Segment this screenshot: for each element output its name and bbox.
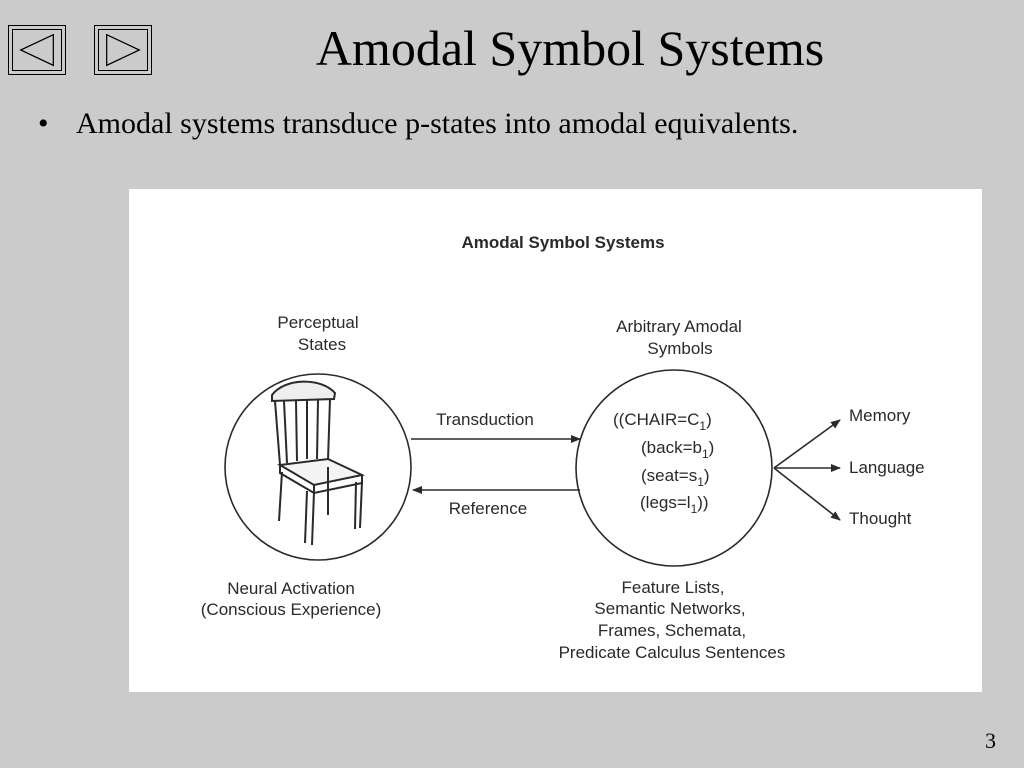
- bullet-marker: •: [38, 107, 49, 140]
- amodal-diagram: Amodal Symbol Systems Perceptual States …: [201, 233, 925, 662]
- thought-arrow: [773, 467, 841, 521]
- bullet-point: • Amodal systems transduce p-states into …: [38, 106, 798, 142]
- memory-arrow: [773, 419, 841, 469]
- representation-list-line2: Semantic Networks,: [594, 599, 745, 618]
- representation-list-line4: Predicate Calculus Sentences: [559, 643, 786, 662]
- right-triangle-icon: [106, 33, 141, 67]
- figure-title: Amodal Symbol Systems: [461, 233, 664, 252]
- representation-list-line3: Frames, Schemata,: [598, 621, 746, 640]
- representation-list-line1: Feature Lists,: [622, 578, 725, 597]
- slide-title: Amodal Symbol Systems: [315, 20, 825, 76]
- output-memory: Memory: [849, 406, 911, 425]
- page-number: 3: [985, 728, 996, 753]
- neural-activation-label-line1: Neural Activation: [227, 579, 355, 598]
- symbol-chair: ((CHAIR=C1): [613, 410, 712, 433]
- perceptual-states-label-line1: Perceptual: [277, 313, 358, 332]
- amodal-symbols-circle: [575, 369, 773, 567]
- arbitrary-amodal-label-line1: Arbitrary Amodal: [616, 317, 742, 336]
- bullet-text: Amodal systems transduce p-states into a…: [76, 107, 799, 140]
- left-triangle-icon: [19, 33, 54, 67]
- symbol-seat: (seat=s1): [641, 466, 710, 489]
- symbol-legs: (legs=l1)): [640, 493, 709, 516]
- perceptual-states-circle: [224, 373, 412, 561]
- amodal-diagram-figure: Amodal Symbol Systems Perceptual States …: [129, 189, 982, 692]
- next-button-frame: [98, 29, 148, 71]
- output-language: Language: [849, 458, 925, 477]
- transduction-label: Transduction: [436, 410, 534, 429]
- arbitrary-amodal-label-line2: Symbols: [647, 339, 712, 358]
- symbol-back: (back=b1): [641, 438, 714, 461]
- perceptual-states-label-line2: States: [298, 335, 346, 354]
- neural-activation-label-line2: (Conscious Experience): [201, 600, 381, 619]
- previous-button-frame: [12, 29, 62, 71]
- previous-slide-button[interactable]: [8, 25, 66, 75]
- reference-label: Reference: [449, 499, 527, 518]
- chair-icon: [271, 380, 366, 546]
- next-slide-button[interactable]: [94, 25, 152, 75]
- output-thought: Thought: [849, 509, 912, 528]
